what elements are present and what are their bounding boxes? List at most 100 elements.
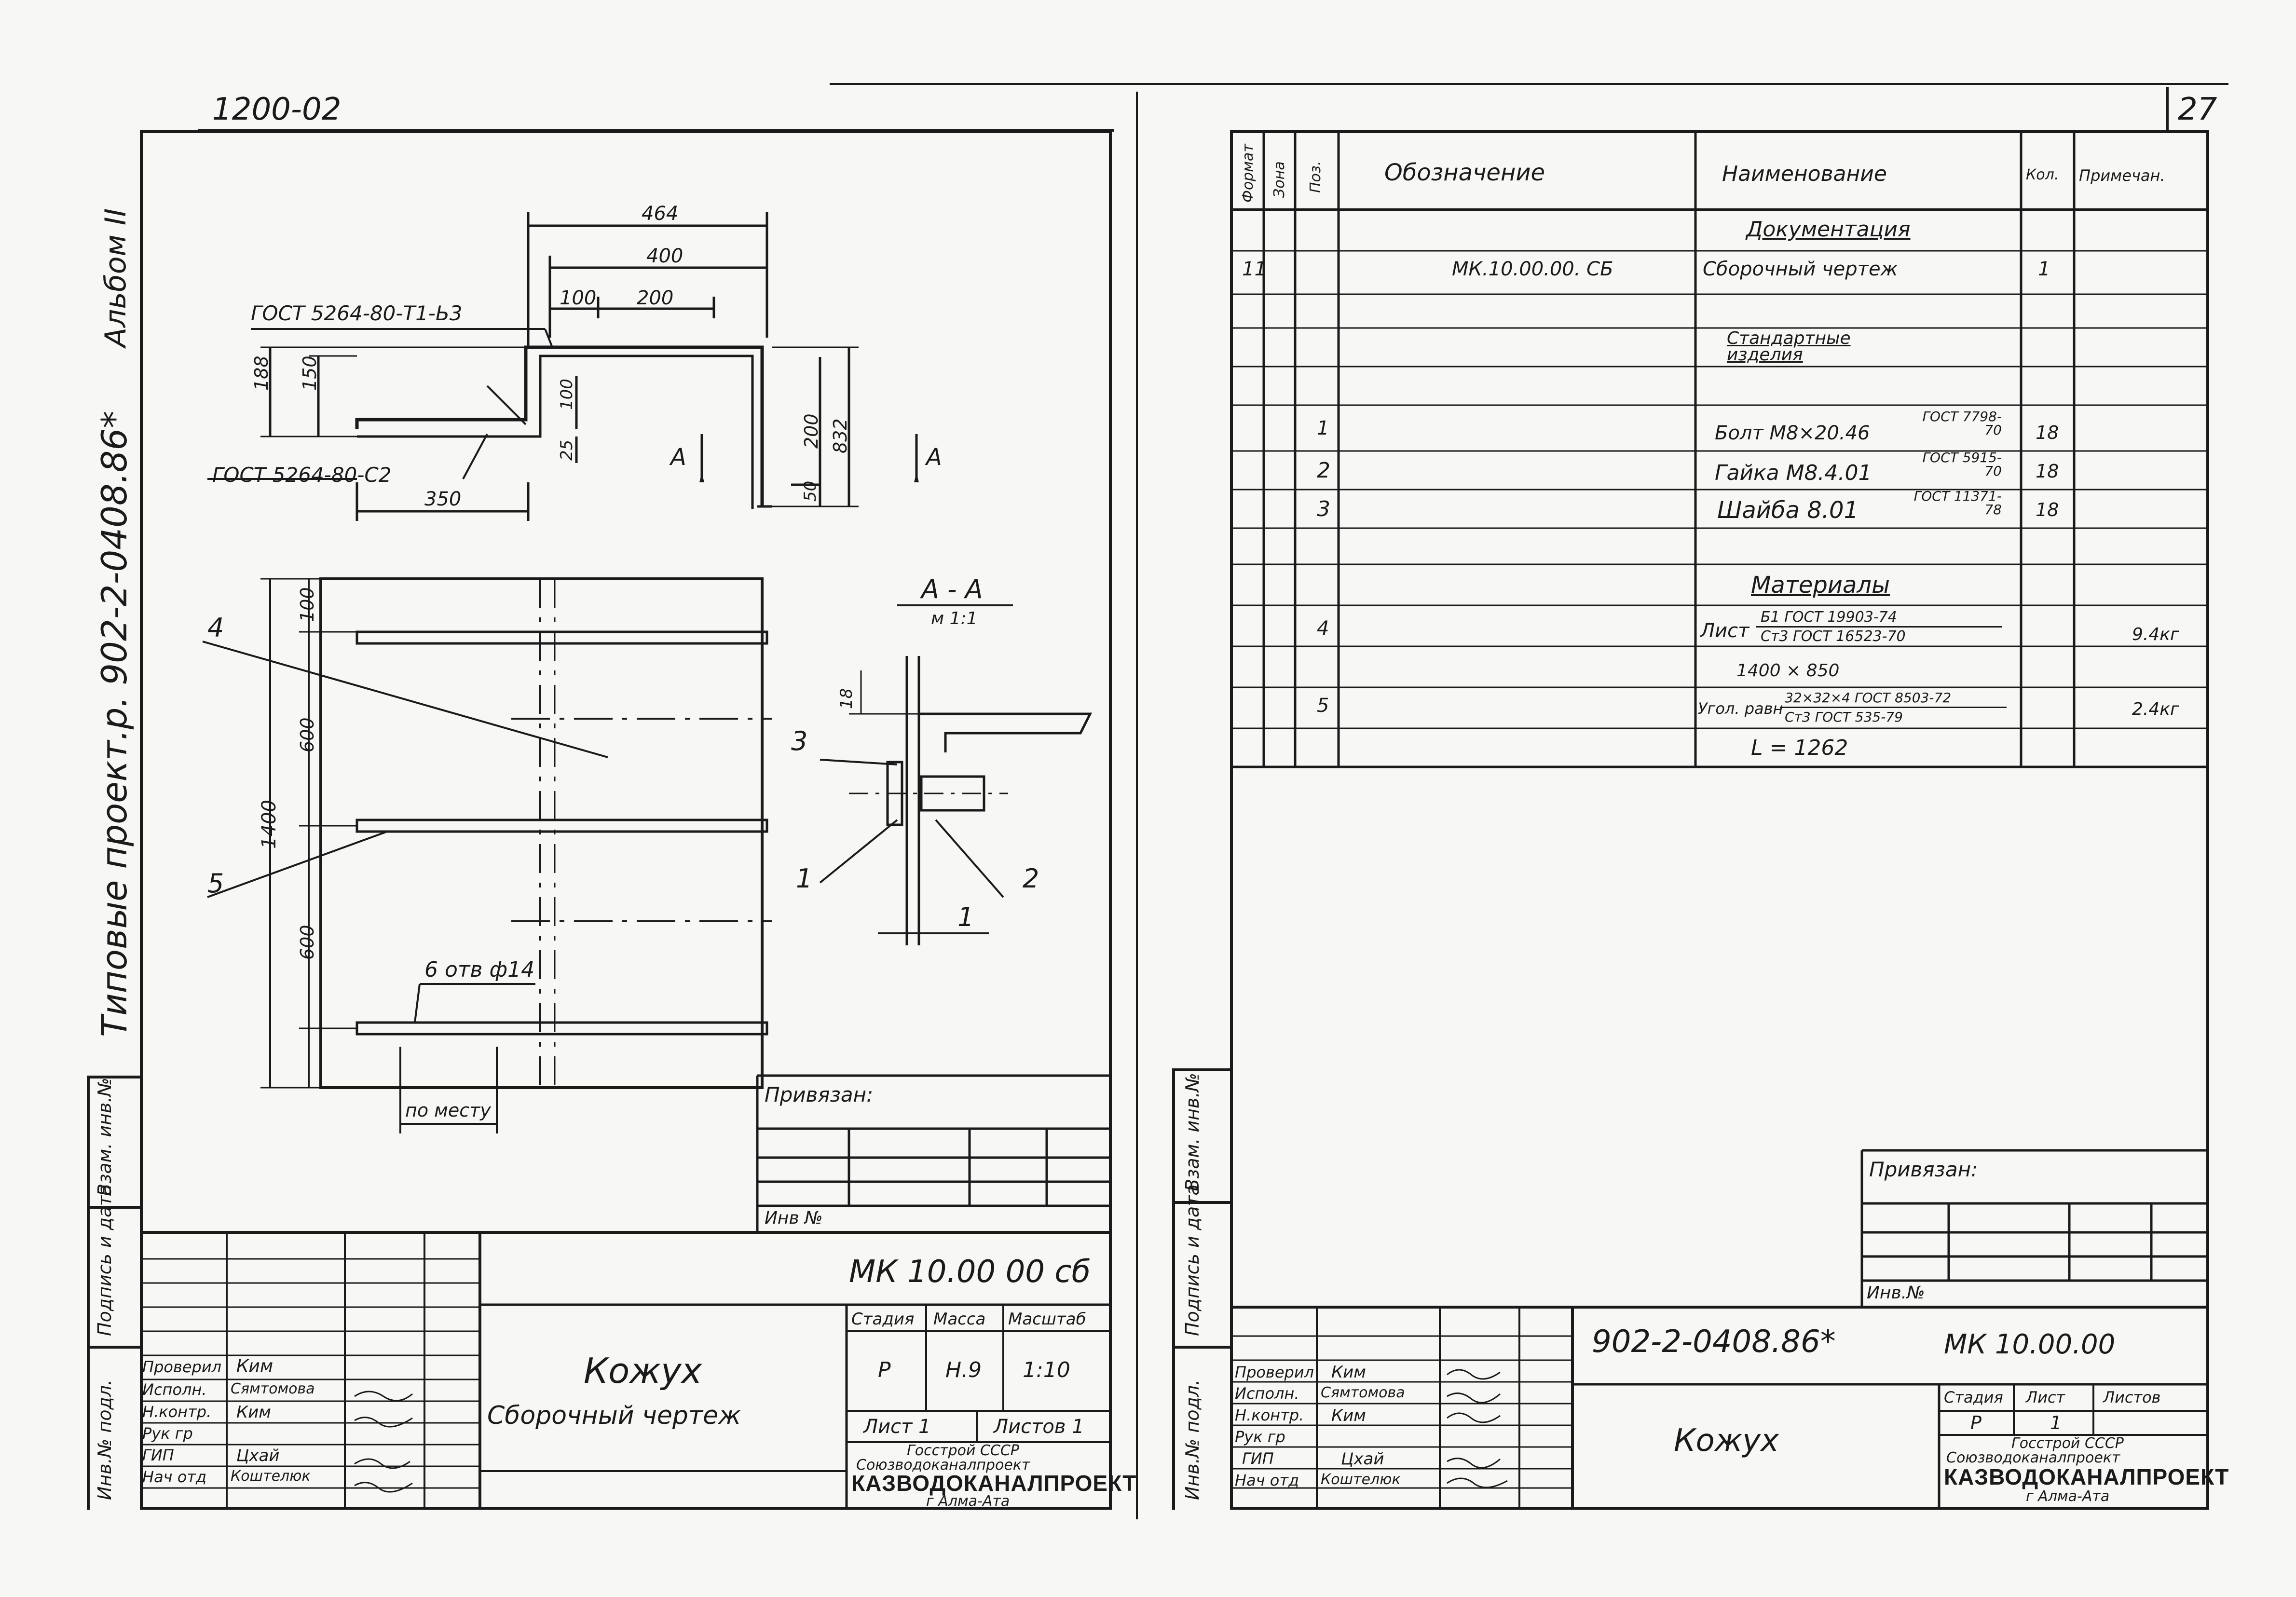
section-mark-left: А: [670, 444, 686, 471]
left-name-5: Коштелюк: [231, 1468, 311, 1485]
right-org1: Госстрой СССР: [2011, 1435, 2124, 1452]
dim-200: 200: [637, 287, 674, 309]
left-scale: 1:10: [1023, 1358, 1070, 1382]
dim-400: 400: [646, 245, 683, 267]
row10-frac-bot: Ст3 ГОСТ 16523-70: [1761, 628, 1906, 645]
left-scale-h: Масштаб: [1008, 1310, 1086, 1329]
right-sheet: 1: [2050, 1412, 2062, 1433]
right-signatures: [1447, 1369, 1508, 1488]
row6-gost: ГОСТ 5915-70: [1922, 450, 2002, 479]
row3-name: Стандартные изделия: [1727, 328, 1851, 365]
left-mass-h: Масса: [933, 1310, 986, 1329]
right-inv-no: Инв.№: [1867, 1283, 1925, 1303]
right-stamp-doc-code: МК 10.00.00: [1944, 1329, 2116, 1360]
row1-qty: 1: [2038, 258, 2050, 280]
right-org2: Союзводоканалпроект: [1946, 1449, 2120, 1466]
section-scale: м 1:1: [931, 609, 978, 628]
left-name-4: Цхай: [236, 1446, 280, 1465]
left-stamp-doc-code: МК 10.00 00 сб: [849, 1254, 1091, 1290]
right-sheets-h: Листов: [2103, 1388, 2161, 1406]
left-stage-h: Стадия: [851, 1310, 915, 1329]
right-role-4: ГИП: [1242, 1449, 1274, 1468]
left-role-2: Н.контр.: [142, 1403, 212, 1421]
section-mark-right: А: [926, 444, 942, 471]
left-org1: Госстрой СССР: [907, 1442, 1019, 1459]
right-privyazan: Привязан:: [1869, 1158, 1978, 1181]
left-org2: Союзводоканалпроект: [856, 1457, 1030, 1474]
right-name-4: Цхай: [1341, 1449, 1384, 1469]
right-role-1: Исполн.: [1235, 1384, 1299, 1403]
left-stage: Р: [878, 1358, 891, 1382]
row6-name: Гайка М8.4.01: [1715, 461, 1872, 485]
row10-name: Лист: [1700, 620, 1749, 642]
left-role-0: Проверил: [142, 1358, 222, 1376]
right-role-3: Рук гр: [1235, 1428, 1285, 1446]
row12-name: Угол. равн: [1698, 699, 1783, 718]
left-role-3: Рук гр: [142, 1424, 193, 1443]
page-number: 27: [2178, 92, 2217, 127]
row11-name: 1400 × 850: [1736, 661, 1840, 681]
left-name-0: Ким: [236, 1356, 273, 1376]
row5-qty: 18: [2036, 422, 2059, 443]
top-view-drawing: [207, 212, 919, 521]
row9-name: Материалы: [1751, 572, 1890, 599]
top-code: 1200-02: [212, 92, 342, 127]
left-mass: Н.9: [945, 1358, 982, 1382]
row5-pos: 1: [1317, 417, 1329, 439]
right-org4: г Алма-Ата: [2026, 1488, 2110, 1505]
left-name-2: Ким: [236, 1403, 271, 1422]
col-designation-header: Обозначение: [1384, 159, 1545, 186]
pos-1-label: 1: [796, 863, 813, 894]
left-sheet-no: Лист 1: [863, 1416, 931, 1438]
col-note-header: Примечан.: [2079, 166, 2165, 185]
left-org4: г Алма-Ата: [926, 1493, 1010, 1510]
gost-top: ГОСТ 5264-80-Т1-Ь3: [251, 301, 463, 325]
right-role-0: Проверил: [1235, 1363, 1314, 1381]
row0-name: Документация: [1746, 217, 1911, 242]
dim-100: 100: [560, 287, 597, 309]
col-qty-header: Кол.: [2026, 166, 2059, 183]
row7-pos: 3: [1317, 497, 1330, 521]
right-org3: КАЗВОДОКАНАЛПРОЕКТ: [1944, 1464, 2229, 1489]
right-sheet-h: Лист: [2026, 1388, 2065, 1406]
pos-5-label: 5: [207, 868, 224, 899]
left-sheets-no: Листов 1: [994, 1416, 1084, 1438]
left-role-5: Нач отд: [142, 1468, 207, 1486]
left-org3: КАЗВОДОКАНАЛПРОЕКТ: [851, 1471, 1137, 1496]
right-stamp-project-code: 902-2-0408.86*: [1592, 1324, 1836, 1360]
dim-464: 464: [642, 203, 679, 225]
row13-name: L = 1262: [1751, 736, 1848, 760]
left-privyazan-grid: [756, 1074, 1109, 1232]
row1-name: Сборочный чертеж: [1703, 258, 1898, 280]
row12-pos: 5: [1317, 695, 1329, 717]
right-stamp-title: Кожух: [1674, 1423, 1779, 1459]
left-stamp-grid: [140, 1231, 1109, 1507]
pos-3-label: 3: [791, 726, 808, 756]
row12-note: 2.4кг: [2132, 699, 2179, 719]
dim-350: 350: [424, 488, 462, 510]
section-title: А - А: [921, 574, 983, 604]
right-privyazan-grid: [1860, 1149, 2207, 1307]
row7-gost: ГОСТ 11371-78: [1913, 488, 2002, 518]
right-role-5: Нач отд: [1235, 1471, 1299, 1489]
row6-qty: 18: [2036, 461, 2059, 482]
row5-name: Болт М8×20.46: [1715, 422, 1870, 444]
right-name-1: Сямтомова: [1321, 1384, 1405, 1401]
in-place-label: по месту: [405, 1100, 491, 1121]
row12-frac-top: 32×32×4 ГОСТ 8503-72: [1785, 690, 1952, 706]
row5-gost: ГОСТ 7798-70: [1922, 409, 2002, 438]
row6-pos: 2: [1317, 458, 1330, 483]
row10-pos: 4: [1317, 617, 1329, 640]
pos-1b-label: 1: [957, 902, 974, 932]
left-role-1: Исполн.: [142, 1380, 207, 1399]
row1-format: 11: [1242, 258, 1267, 280]
right-name-0: Ким: [1331, 1363, 1366, 1382]
row7-qty: 18: [2036, 499, 2059, 520]
right-name-5: Коштелюк: [1321, 1471, 1401, 1488]
left-role-4: ГИП: [142, 1446, 174, 1464]
right-frame: [1230, 130, 2209, 1510]
right-stamp-grid: [1232, 1306, 2207, 1507]
section-aa-drawing: [819, 604, 1093, 945]
pos-2-label: 2: [1023, 863, 1039, 894]
left-signatures: [354, 1391, 413, 1493]
